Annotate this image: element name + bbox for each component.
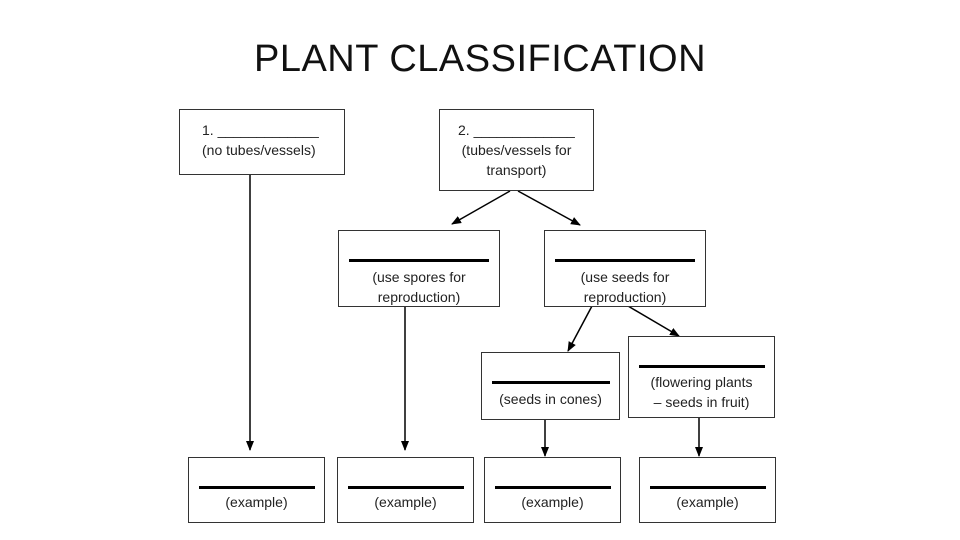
example-4-label: (example) (676, 494, 739, 510)
seeds-desc-line1: (use seeds for (580, 269, 670, 285)
box-example-4: (example) (639, 457, 776, 523)
nonvascular-desc: (no tubes/vessels) (202, 142, 316, 158)
vascular-desc-line1: (tubes/vessels for (461, 142, 572, 158)
example-2-answer-blank (347, 486, 464, 489)
example-2-label: (example) (374, 494, 437, 510)
example-3-label: (example) (521, 494, 584, 510)
box-example-1: (example) (188, 457, 325, 523)
flowering-desc-line1: (flowering plants (650, 374, 753, 390)
spores-answer-blank (349, 259, 489, 262)
box-cones: (seeds in cones) (481, 352, 620, 420)
seeds-answer-blank (555, 259, 695, 262)
example-1-label: (example) (225, 494, 288, 510)
vascular-label: 2. _____________ (458, 122, 575, 138)
vascular-desc-line2: transport) (486, 162, 547, 178)
arrow-vascular-to-seeds (517, 190, 581, 226)
box-spores: (use spores for reproduction) (338, 230, 500, 307)
page-title: PLANT CLASSIFICATION (253, 38, 707, 80)
box-vascular: 2. _____________ (tubes/vessels for tran… (439, 109, 594, 191)
spores-desc-line2: reproduction) (377, 289, 461, 305)
seeds-desc-line2: reproduction) (583, 289, 667, 305)
flowering-answer-blank (638, 365, 765, 368)
spores-desc-line1: (use spores for (372, 269, 466, 285)
flowering-desc-line2: – seeds in fruit) (653, 394, 750, 410)
arrow-seeds-to-flowering (627, 305, 680, 337)
box-nonvascular: 1. _____________ (no tubes/vessels) (179, 109, 345, 175)
box-example-3: (example) (484, 457, 621, 523)
example-4-answer-blank (649, 486, 766, 489)
box-example-2: (example) (337, 457, 474, 523)
box-seeds: (use seeds for reproduction) (544, 230, 706, 307)
box-flowering: (flowering plants – seeds in fruit) (628, 336, 775, 418)
arrow-seeds-to-cones (567, 305, 593, 352)
example-1-answer-blank (198, 486, 315, 489)
arrow-vascular-to-spores (451, 190, 511, 225)
nonvascular-label: 1. _____________ (202, 122, 319, 138)
cones-desc: (seeds in cones) (499, 391, 602, 407)
example-3-answer-blank (494, 486, 611, 489)
cones-answer-blank (491, 381, 610, 384)
